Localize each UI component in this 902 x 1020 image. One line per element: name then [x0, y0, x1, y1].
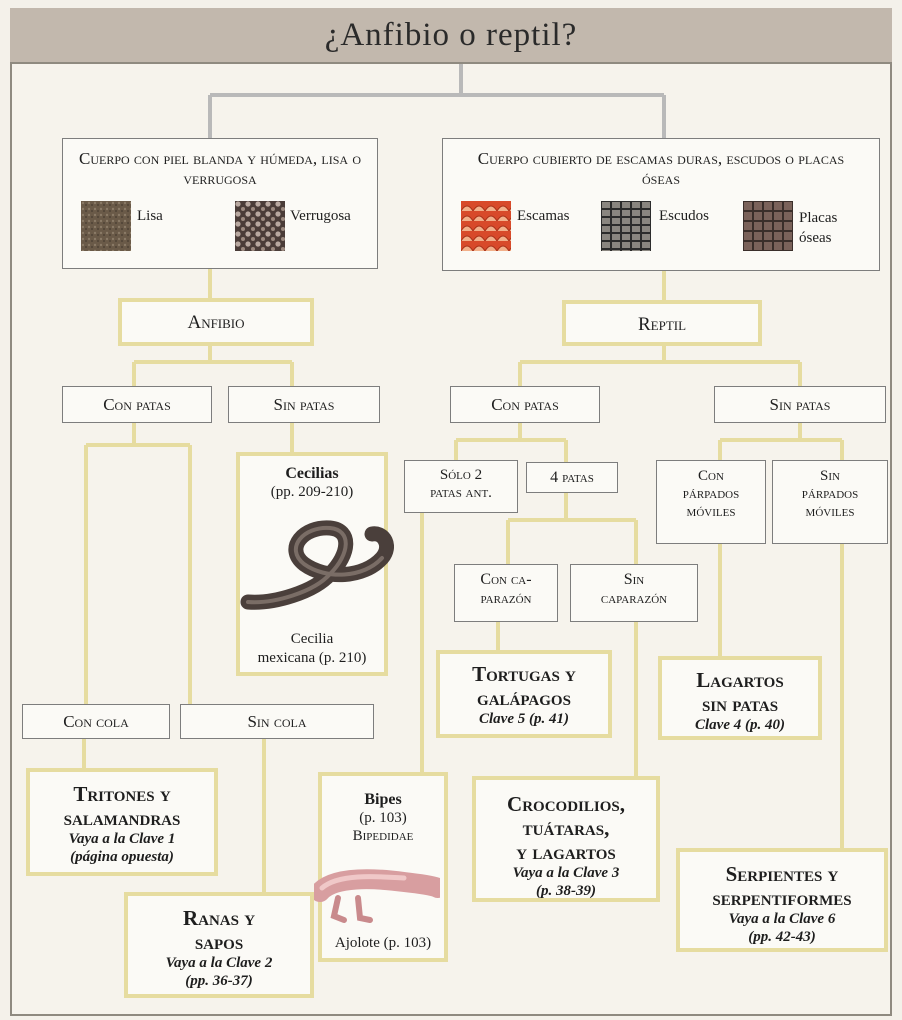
bipes-family: Bipedidae: [352, 828, 414, 845]
movable-eyelids-box: Con párpados móviles: [656, 460, 766, 544]
crocodiles-name-3: y lagartos: [516, 840, 616, 865]
newts-box: Tritones y salamandras Vaya a la Clave 1…: [26, 768, 218, 876]
shields-label: Escudos: [659, 208, 709, 224]
amphibian-withlegs-connector: [84, 422, 192, 705]
reptile-traits-heading: Cuerpo cubierto de escamas duras, escudo…: [477, 149, 845, 189]
reptile-traits-box: Cuerpo cubierto de escamas duras, escudo…: [442, 138, 880, 271]
diagram-title: ¿Anfibio o reptil?: [324, 16, 578, 53]
bipes-page: (p. 103): [359, 810, 407, 827]
turtles-box: Tortugas y galápagos Clave 5 (p. 41): [436, 650, 612, 738]
crocodiles-page: (p. 38-39): [536, 883, 596, 900]
legless-lizards-box: Lagartos sin patas Clave 4 (p. 40): [658, 656, 822, 740]
no-eyelids-line-1: Sin: [820, 468, 840, 484]
reptile-class-box: Reptil: [562, 300, 762, 346]
bony-plates-label-1: Placas: [799, 210, 838, 226]
caecilians-name: Cecilias: [285, 465, 339, 482]
front-legs-only-box: Sólo 2 patas ant.: [404, 460, 518, 513]
no-eyelids-box: Sin párpados móviles: [772, 460, 888, 544]
front-legs-only-line-1: Sólo 2: [439, 467, 483, 483]
frogs-page: (pp. 36-37): [185, 973, 253, 990]
snakes-name-1: Serpientes y: [725, 862, 839, 886]
movable-eyelids-line-3: móviles: [686, 504, 736, 520]
with-shell-line-2: parazón: [480, 590, 532, 608]
scales-swatch: [461, 201, 511, 251]
four-legs-connector: [506, 492, 638, 566]
bipes-caption: Ajolote (p. 103): [334, 935, 432, 951]
amphibian-class-box: Anfibio: [118, 298, 314, 346]
caecilian-illustration: [240, 520, 394, 610]
smooth-skin-label: Lisa: [137, 208, 163, 224]
newts-name-2: salamandras: [63, 806, 181, 831]
with-tail-box: Con cola: [22, 704, 170, 739]
movable-eyelids-line-2: párpados: [682, 486, 740, 502]
no-shell-line-2: caparazón: [600, 590, 668, 608]
frogs-name-1: Ranas y: [182, 906, 256, 930]
smooth-skin-swatch: [81, 201, 131, 251]
amphibian-with-legs-box: Con patas: [62, 386, 212, 423]
reptile-legs-connector: [518, 344, 802, 386]
warty-skin-swatch: [235, 201, 285, 251]
crocodiles-name-2: tuátaras,: [522, 816, 610, 841]
snakes-name-2: serpentiformes: [712, 886, 852, 911]
turtles-name-2: galápagos: [477, 686, 571, 711]
caecilians-box: Cecilias (pp. 209-210) Cecilia mexicana …: [236, 452, 394, 676]
crocodiles-key: Vaya a la Clave 3: [512, 865, 620, 882]
no-eyelids-line-2: párpados: [801, 486, 859, 502]
scales-label: Escamas: [517, 208, 570, 224]
legless-lizards-key: Clave 4 (p. 40): [695, 717, 785, 734]
shields-swatch: [601, 201, 651, 251]
frogs-name-2: sapos: [194, 930, 244, 955]
amphibian-traits-heading: Cuerpo con piel blanda y húmeda, lisa o …: [78, 149, 361, 189]
no-tail-box: Sin cola: [180, 704, 374, 739]
newts-name-1: Tritones y: [73, 782, 171, 806]
amphibian-traits-box: Cuerpo con piel blanda y húmeda, lisa o …: [62, 138, 378, 269]
bipes-name: Bipes: [364, 791, 402, 808]
warty-skin-label: Verrugosa: [290, 208, 351, 224]
title-band: ¿Anfibio o reptil?: [10, 8, 892, 64]
bipes-box: Bipes (p. 103) Bipedidae Ajolote (p. 103…: [314, 772, 448, 962]
reptile-withlegs-connector: [454, 422, 568, 462]
crocodiles-box: Crocodilios, tuátaras, y lagartos Vaya a…: [472, 776, 660, 902]
top-connector: [208, 64, 666, 140]
caecilian-caption-1: Cecilia: [290, 631, 334, 647]
turtles-key: Clave 5 (p. 41): [479, 711, 569, 728]
reptile-with-legs-box: Con patas: [450, 386, 600, 423]
crocodiles-name-1: Crocodilios,: [507, 792, 625, 816]
newts-key: Vaya a la Clave 1: [68, 831, 176, 848]
amphibian-no-legs-box: Sin patas: [228, 386, 380, 423]
no-shell-line-1: Sin: [623, 571, 645, 588]
legless-lizards-name-1: Lagartos: [696, 668, 784, 692]
caecilian-caption-2: mexicana (p. 210): [257, 650, 367, 666]
reptile-nolegs-connector: [718, 422, 844, 462]
snakes-key: Vaya a la Clave 6: [728, 911, 836, 928]
legless-lizards-name-2: sin patas: [701, 692, 779, 717]
snakes-box: Serpientes y serpentiformes Vaya a la Cl…: [676, 848, 888, 952]
no-eyelids-line-3: móviles: [805, 504, 855, 520]
four-legs-box: 4 patas: [526, 462, 618, 493]
caecilians-pages: (pp. 209-210): [270, 484, 354, 501]
bipes-illustration: [314, 869, 440, 923]
bony-plates-swatch: [743, 201, 793, 251]
frogs-box: Ranas y sapos Vaya a la Clave 2 (pp. 36-…: [124, 892, 314, 998]
bony-plates-label-2: óseas: [799, 230, 832, 246]
turtles-name-1: Tortugas y: [472, 662, 576, 686]
with-shell-box: Con ca- parazón: [454, 564, 558, 622]
amphibian-legs-connector: [132, 344, 294, 386]
movable-eyelids-line-1: Con: [698, 468, 724, 484]
snakes-page: (pp. 42-43): [748, 929, 816, 946]
front-legs-only-line-2: patas ant.: [430, 485, 492, 501]
frogs-key: Vaya a la Clave 2: [165, 955, 273, 972]
with-shell-line-1: Con ca-: [480, 571, 532, 588]
reptile-no-legs-box: Sin patas: [714, 386, 886, 423]
newts-page: (página opuesta): [70, 849, 174, 866]
no-shell-box: Sin caparazón: [570, 564, 698, 622]
